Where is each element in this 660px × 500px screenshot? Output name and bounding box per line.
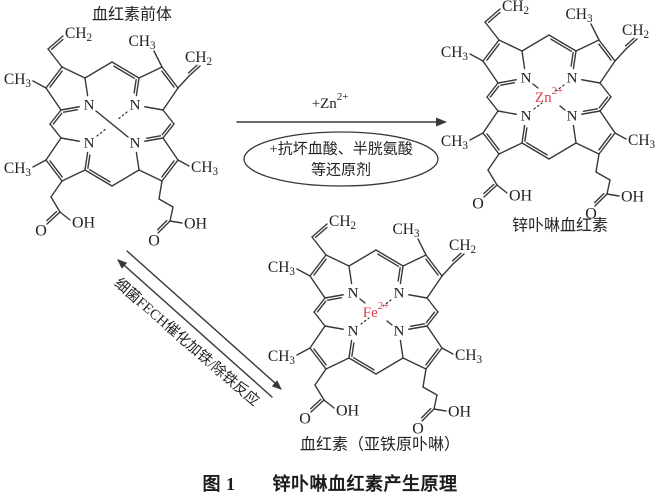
nitrogen-label: N — [130, 135, 141, 151]
figure-caption: 图 1 锌卟啉血红素产生原理 — [202, 474, 458, 494]
nitrogen-label: N — [130, 97, 141, 113]
structure-title-text: 血红素前体 — [92, 6, 172, 24]
forward-arrowhead — [436, 117, 447, 127]
structure-title-text: 血红素（亚铁原卟啉） — [300, 436, 460, 454]
oxygen-label: O — [299, 411, 311, 428]
methyl-label: CH3 — [268, 348, 296, 367]
methyl-label: CH3 — [455, 347, 483, 366]
methyl-label: CH3 — [128, 33, 156, 52]
methyl-label: CH3 — [628, 132, 656, 151]
reverse-arrowhead-up — [117, 259, 128, 269]
metal-ion-label: Fe2+ — [363, 300, 390, 321]
nitrogen-label: N — [394, 323, 405, 339]
nitrogen-label: N — [394, 285, 405, 301]
methyl-label: CH3 — [441, 44, 469, 63]
structure-title-zinc-protoporphyrin-heme: 锌卟啉血红素 — [512, 217, 608, 235]
conditions-line-2: 等还原剂 — [311, 160, 371, 178]
methyl-label: CH3 — [565, 6, 593, 25]
methyl-label: CH3 — [4, 160, 32, 179]
hydroxyl-label: OH — [509, 188, 533, 205]
methyl-label: CH3 — [392, 221, 420, 240]
reverse-reaction-label: 细菌FECH催化加铁/除铁反应 — [111, 274, 263, 410]
vinyl-label: CH2 — [65, 25, 92, 44]
methyl-label: CH3 — [268, 259, 296, 278]
nitrogen-label: N — [567, 70, 578, 86]
nitrogen-label: N — [84, 135, 95, 151]
conditions-line-1: +抗坏血酸、半胱氨酸 — [269, 140, 412, 157]
reverse-arrowhead-down — [271, 380, 282, 390]
hydroxyl-label: OH — [621, 189, 645, 206]
hydroxyl-label: OH — [72, 215, 96, 232]
vinyl-label: CH2 — [622, 22, 649, 41]
vinyl-label: CH2 — [449, 237, 476, 256]
nitrogen-label: N — [567, 108, 578, 124]
nitrogen-label: N — [521, 70, 532, 86]
vinyl-label: CH2 — [185, 49, 212, 68]
methyl-label: CH3 — [4, 71, 32, 90]
hydroxyl-label: OH — [184, 216, 208, 233]
hydroxyl-label: OH — [448, 404, 472, 421]
vinyl-label: CH2 — [502, 0, 529, 17]
nitrogen-label: N — [521, 108, 532, 124]
hydroxyl-label: OH — [336, 403, 360, 420]
oxygen-label: O — [472, 196, 484, 213]
structure-title-heme-ferrous-protoporphyrin: 血红素（亚铁原卟啉） — [300, 436, 460, 454]
zn-reagent-label: +Zn2+ — [312, 91, 349, 112]
methyl-label: CH3 — [191, 159, 219, 178]
oxygen-label: O — [585, 206, 597, 223]
methyl-label: CH3 — [441, 133, 469, 152]
structure-title-text: 锌卟啉血红素 — [512, 217, 608, 235]
reverse-reaction-group: 细菌FECH催化加铁/除铁反应 — [111, 250, 282, 410]
oxygen-label: O — [412, 421, 424, 438]
nitrogen-label: N — [348, 285, 359, 301]
vinyl-label: CH2 — [329, 213, 356, 232]
nitrogen-label: N — [84, 97, 95, 113]
conditions-ellipse — [243, 131, 439, 187]
nitrogen-label: N — [348, 323, 359, 339]
oxygen-label: O — [148, 233, 160, 250]
oxygen-label: O — [35, 223, 47, 240]
structure-title-heme-precursor: 血红素前体 — [92, 6, 172, 24]
metal-ion-label: Zn2+ — [535, 85, 563, 106]
